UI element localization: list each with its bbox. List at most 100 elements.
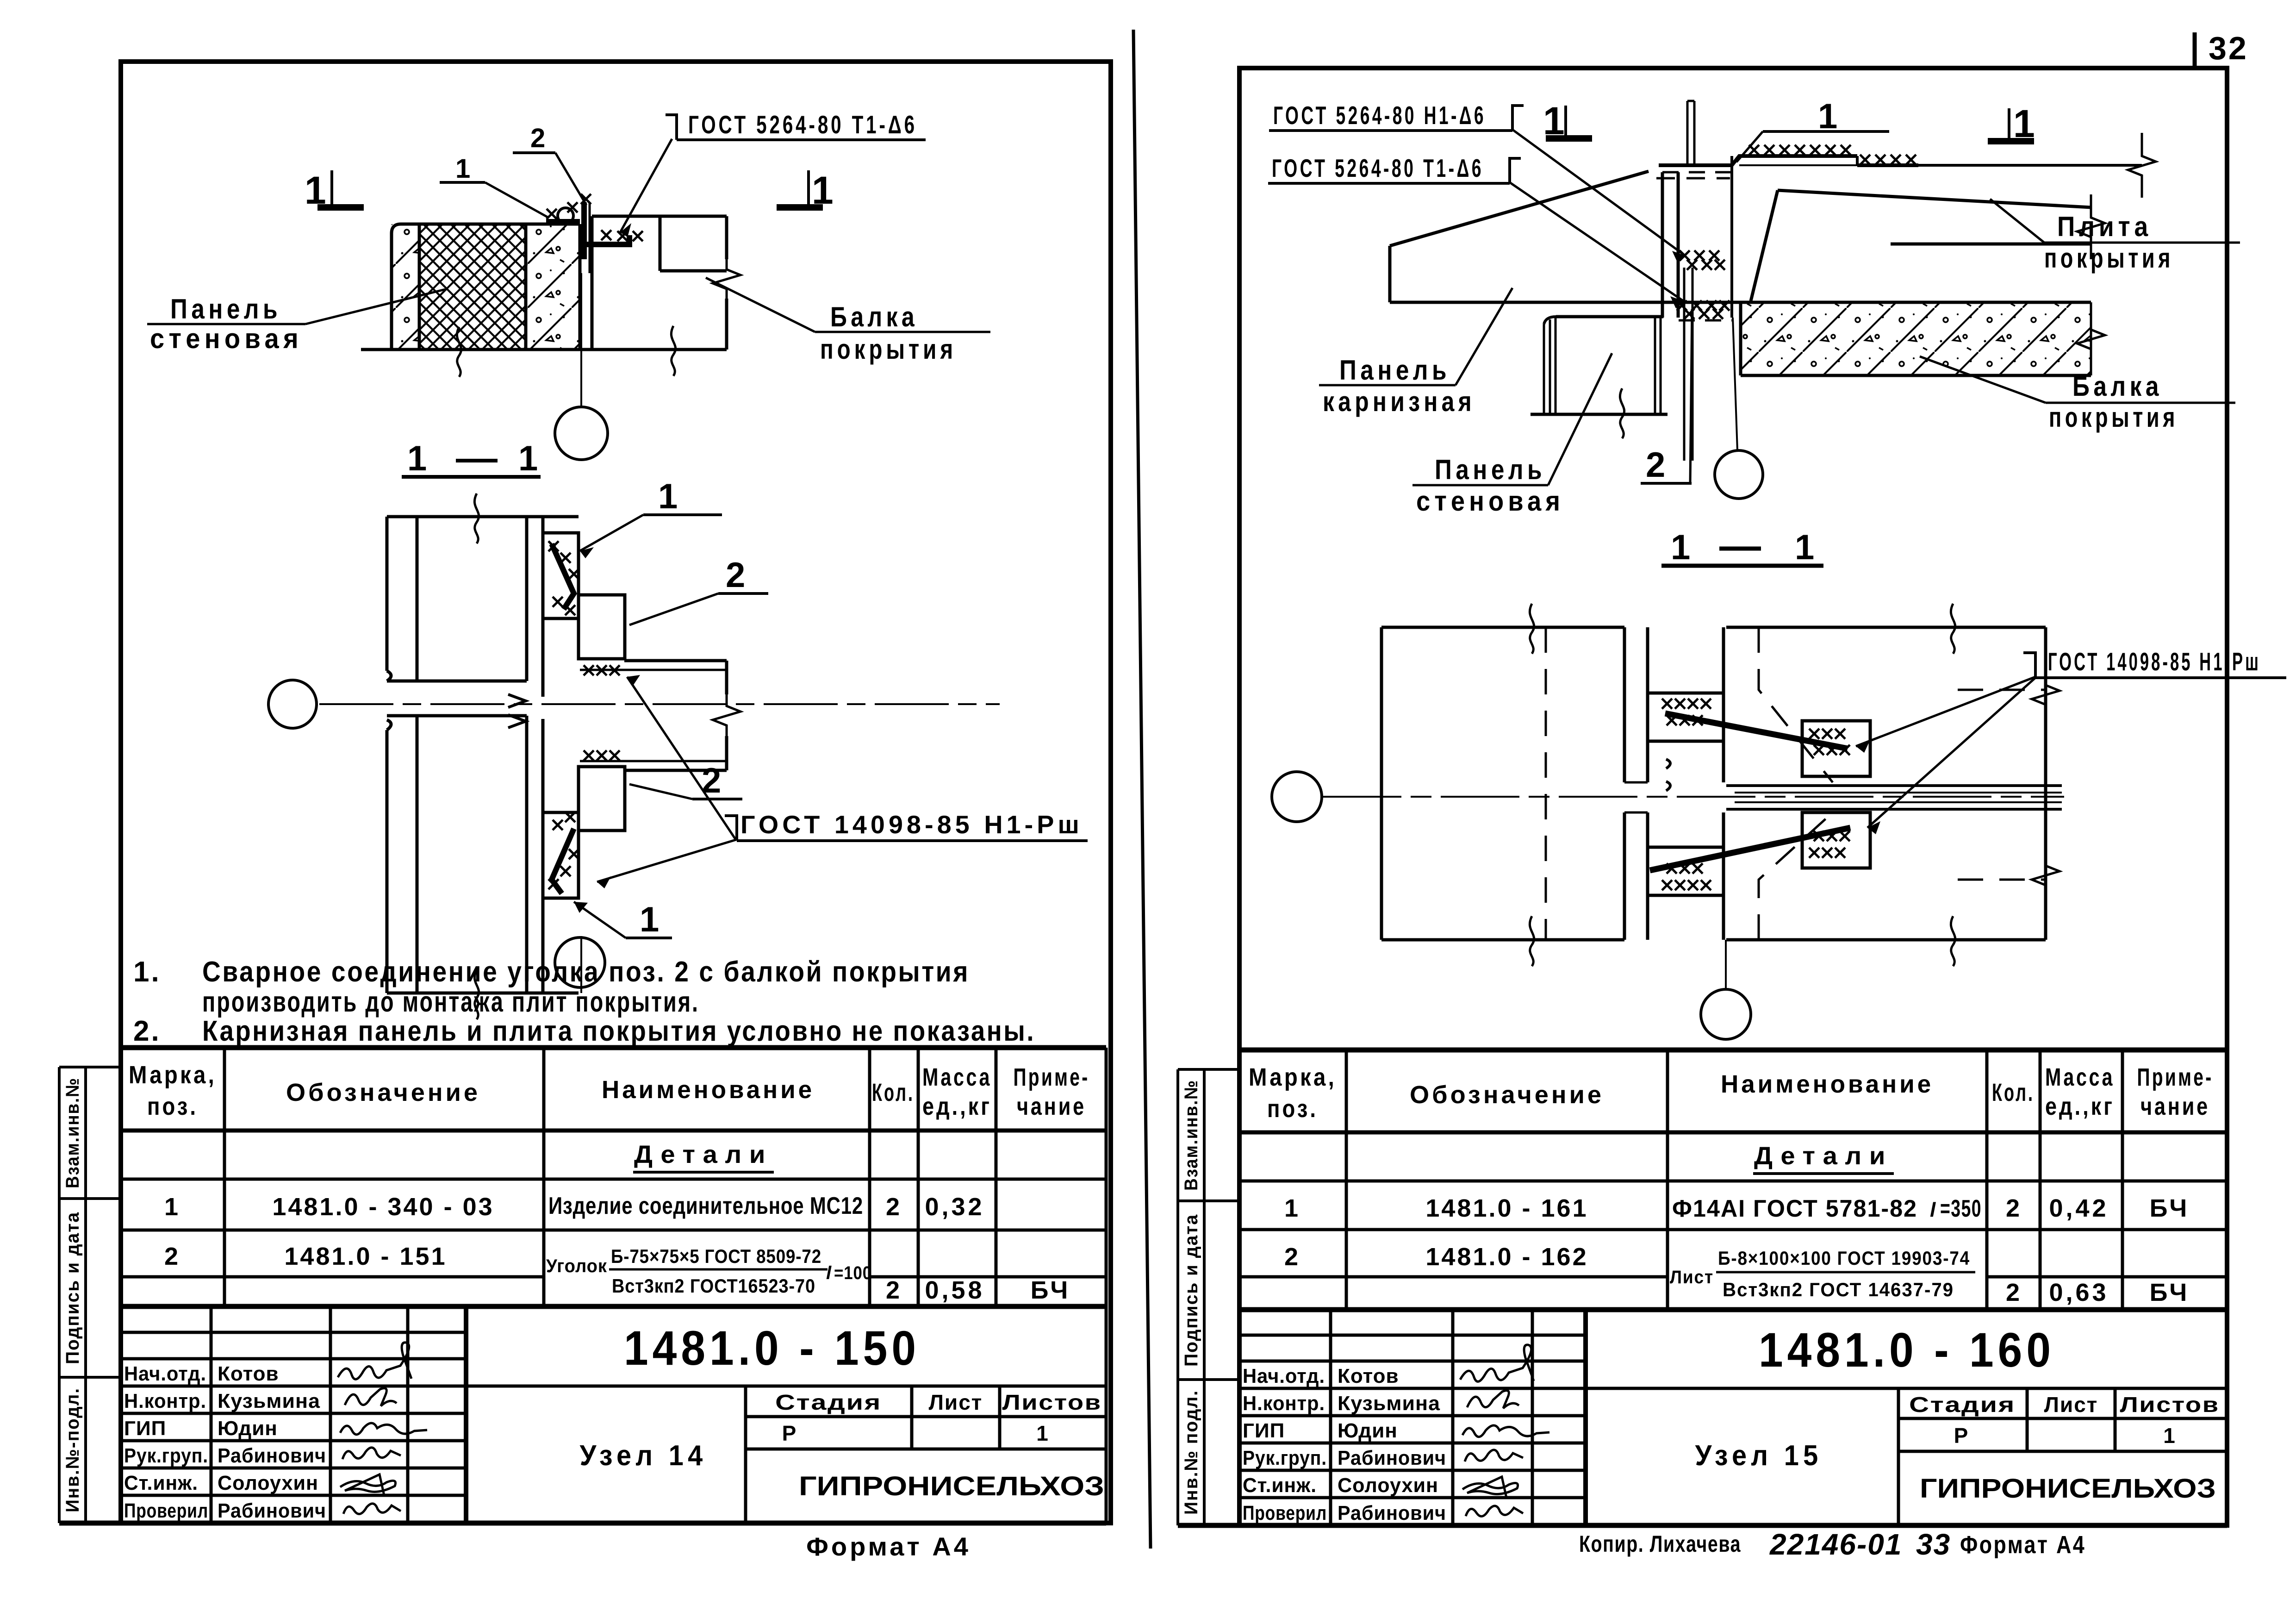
svg-text:Приме-: Приме- [1014, 1063, 1090, 1091]
svg-text:Инв.№-подл.: Инв.№-подл. [62, 1387, 83, 1512]
svg-text:Узел 14: Узел 14 [580, 1440, 707, 1472]
svg-text:Кузьмина: Кузьмина [1338, 1392, 1440, 1415]
svg-text:l: l [826, 1263, 832, 1283]
svg-text:ед.,кг: ед.,кг [2045, 1093, 2115, 1120]
svg-text:33: 33 [1916, 1528, 1951, 1561]
svg-text:Лист: Лист [1670, 1267, 1714, 1287]
svg-text:0,42: 0,42 [2049, 1194, 2109, 1222]
svg-text:Нач.отд.: Нач.отд. [1243, 1365, 1325, 1387]
svg-text:Подпись и дата: Подпись и дата [1181, 1214, 1201, 1367]
svg-text:Стадия: Стадия [775, 1390, 882, 1414]
svg-text:1: 1 [812, 169, 834, 212]
svg-text:1481.0 - 161: 1481.0 - 161 [1425, 1194, 1588, 1222]
svg-text:Инв.№ подл.: Инв.№ подл. [1181, 1390, 1201, 1515]
svg-text:производить до монтажа плит: производить до монтажа плит покрытия. [202, 986, 699, 1018]
svg-text:1: 1 [1543, 99, 1565, 143]
svg-text:Рабинович: Рабинович [218, 1499, 326, 1522]
svg-text:Детали: Детали [634, 1141, 773, 1168]
svg-text:1: 1 [407, 439, 427, 478]
svg-text:1: 1 [2013, 102, 2035, 145]
svg-text:Кол.: Кол. [1992, 1079, 2035, 1106]
svg-text:2: 2 [2006, 1194, 2022, 1222]
svg-text:Рук.груп.: Рук.груп. [124, 1444, 208, 1467]
svg-text:1: 1 [1671, 528, 1690, 567]
svg-text:Уголок: Уголок [546, 1256, 607, 1276]
svg-text:Кузьмина: Кузьмина [218, 1390, 320, 1412]
svg-text:Котов: Котов [1338, 1365, 1399, 1387]
svg-text:БЧ: БЧ [2150, 1279, 2190, 1306]
svg-text:ГИПРОНИСЕЛЬХОЗ: ГИПРОНИСЕЛЬХОЗ [799, 1471, 1104, 1501]
svg-text:Взам.инв.№: Взам.инв.№ [62, 1077, 83, 1188]
svg-text:2: 2 [1646, 445, 1665, 485]
svg-text:стеновая: стеновая [1416, 486, 1564, 517]
svg-text:ГОСТ 5264-80 Н1-Δ6: ГОСТ 5264-80 Н1-Δ6 [1273, 101, 1486, 130]
svg-text:Р: Р [782, 1421, 797, 1445]
svg-text:Наименование: Наименование [602, 1076, 815, 1104]
svg-text:покрытия: покрытия [820, 334, 957, 365]
svg-text:1: 1 [305, 169, 326, 212]
svg-text:Подпись и дата: Подпись и дата [62, 1212, 83, 1364]
svg-text:Балка: Балка [830, 301, 918, 332]
svg-text:1: 1 [164, 1193, 181, 1221]
svg-text:1: 1 [1036, 1421, 1049, 1445]
svg-text:Масса: Масса [922, 1063, 992, 1091]
svg-text:Кол.: Кол. [872, 1079, 915, 1106]
svg-text:Обозначение: Обозначение [1410, 1081, 1604, 1109]
svg-text:22146-01: 22146-01 [1769, 1528, 1902, 1561]
svg-text:Приме-: Приме- [2137, 1063, 2214, 1091]
svg-text:Копир. Лихачева: Копир. Лихачева [1579, 1531, 1741, 1557]
svg-text:Лист: Лист [929, 1390, 983, 1414]
svg-text:ГОСТ 14098-85 Н1-Рш: ГОСТ 14098-85 Н1-Рш [2048, 647, 2261, 676]
svg-text:ГИП: ГИП [1243, 1419, 1285, 1442]
svg-text:1: 1 [455, 154, 470, 184]
svg-text:1.: 1. [133, 956, 161, 988]
svg-text:Проверил: Проверил [1243, 1502, 1327, 1524]
svg-text:Вст3кп2 ГОСТ 14637-79: Вст3кп2 ГОСТ 14637-79 [1723, 1279, 1954, 1300]
svg-text:Масса: Масса [2045, 1063, 2115, 1091]
svg-text:Ст.инж.: Ст.инж. [1243, 1474, 1317, 1497]
svg-text:32: 32 [2209, 30, 2248, 66]
svg-text:Б-75×75×5 ГОСТ 8509-72: Б-75×75×5 ГОСТ 8509-72 [611, 1245, 821, 1267]
svg-text:ГОСТ 5264-80 Т1-Δ6: ГОСТ 5264-80 Т1-Δ6 [688, 110, 917, 139]
svg-text:чание: чание [1017, 1093, 1086, 1120]
svg-text:Сварное соединение уголка п: Сварное соединение уголка поз. 2 с балко… [202, 956, 970, 988]
svg-text:карнизная: карнизная [1323, 386, 1475, 417]
svg-text:покрытия: покрытия [2044, 243, 2174, 274]
svg-text:Плита: Плита [2057, 211, 2152, 242]
svg-text:Обозначение: Обозначение [286, 1079, 480, 1106]
svg-text:0,63: 0,63 [2049, 1279, 2109, 1306]
svg-text:Наименование: Наименование [1721, 1070, 1934, 1098]
svg-text:Рабинович: Рабинович [218, 1444, 326, 1467]
svg-text:Б-8×100×100 ГОСТ 19903-74: Б-8×100×100 ГОСТ 19903-74 [1718, 1247, 1970, 1269]
svg-text:Солоухин: Солоухин [1338, 1474, 1438, 1497]
svg-text:Котов: Котов [218, 1362, 279, 1385]
svg-text:Ф14АI ГОСТ 5781-82: Ф14АI ГОСТ 5781-82 [1672, 1195, 1917, 1222]
svg-text:2: 2 [886, 1193, 902, 1221]
svg-text:Вст3кп2 ГОСТ16523-70: Вст3кп2 ГОСТ16523-70 [612, 1275, 815, 1297]
svg-text:ГИП: ГИП [124, 1417, 166, 1440]
svg-text:Панель: Панель [1435, 454, 1546, 485]
svg-text:2: 2 [2006, 1279, 2022, 1306]
svg-text:1: 1 [640, 900, 659, 939]
svg-text:покрытия: покрытия [2049, 402, 2178, 433]
svg-text:0,32: 0,32 [925, 1193, 984, 1221]
svg-text:чание: чание [2140, 1093, 2210, 1120]
svg-text:=350: =350 [1940, 1195, 1982, 1222]
svg-text:Панель: Панель [1339, 355, 1450, 386]
svg-text:Рабинович: Рабинович [1338, 1447, 1446, 1469]
svg-text:Марка,: Марка, [129, 1061, 217, 1089]
svg-text:l: l [1930, 1199, 1936, 1221]
svg-text:Юдин: Юдин [1338, 1419, 1398, 1442]
svg-text:1481.0 - 151: 1481.0 - 151 [284, 1243, 447, 1270]
svg-text:Лист: Лист [2044, 1393, 2098, 1417]
svg-text:Панель: Панель [170, 294, 281, 325]
svg-text:Нач.отд.: Нач.отд. [124, 1362, 206, 1385]
svg-text:Ст.инж.: Ст.инж. [124, 1472, 198, 1494]
svg-text:1481.0 - 340 - 03: 1481.0 - 340 - 03 [272, 1193, 494, 1221]
svg-text:2.: 2. [133, 1015, 161, 1047]
svg-text:БЧ: БЧ [1031, 1276, 1071, 1304]
svg-text:Солоухин: Солоухин [218, 1472, 318, 1494]
svg-text:1481.0 - 162: 1481.0 - 162 [1425, 1243, 1588, 1271]
svg-text:ГОСТ 14098-85 Н1-Рш: ГОСТ 14098-85 Н1-Рш [740, 810, 1083, 839]
svg-text:=100: =100 [834, 1263, 872, 1283]
